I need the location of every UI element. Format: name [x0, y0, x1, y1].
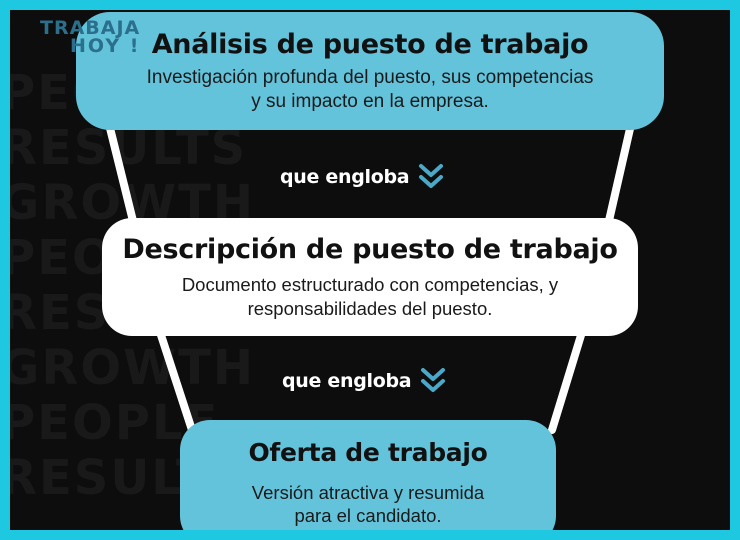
logo-line-2: HOY ! [70, 35, 141, 58]
funnel-line-left-upper [104, 116, 138, 229]
description-line: para el candidato. [294, 505, 442, 527]
job-offer-title: Oferta de trabajo [248, 438, 488, 467]
logo-line-1: TRABAJA [40, 17, 141, 39]
double-chevron-down-icon [419, 164, 444, 188]
funnel-outline [104, 116, 636, 434]
double-chevron-down-icon [421, 368, 446, 392]
funnel-line-left-lower [156, 328, 196, 434]
description-line: Documento estructurado con competencias,… [181, 274, 559, 296]
connector-label: que engloba [280, 166, 410, 188]
job-analysis-box: Análisis de puesto de trabajo Investigac… [76, 12, 664, 130]
job-description-box: Descripción de puesto de trabajo Documen… [102, 218, 638, 336]
description-line: responsabilidades del puesto. [247, 297, 493, 319]
background-word: GROWTH [10, 340, 256, 396]
funnel-line-right-upper [604, 116, 636, 229]
job-analysis-description: Investigación profunda del puesto, sus c… [76, 66, 664, 114]
brand-logo: TRABAJA HOY ! [40, 17, 141, 58]
job-description-title: Descripción de puesto de trabajo [122, 234, 618, 266]
job-offer-description: Versión atractiva y resumida para el can… [180, 481, 556, 527]
connector-2: que engloba [282, 366, 447, 396]
connector-1: que engloba [280, 162, 445, 192]
description-line: Investigación profunda del puesto, sus c… [146, 66, 594, 88]
diagram-canvas: PEOPLE RESULTS GROWTH PEOPLE RESULTS GRO… [10, 10, 730, 530]
job-analysis-title: Análisis de puesto de trabajo [151, 28, 589, 60]
description-line: y su impacto en la empresa. [251, 90, 489, 112]
job-offer-box: Oferta de trabajo Versión atractiva y re… [180, 420, 556, 530]
connector-label: que engloba [282, 370, 412, 392]
description-line: Versión atractiva y resumida [251, 482, 485, 503]
funnel-line-right-lower [548, 328, 586, 434]
job-description-description: Documento estructurado con competencias,… [102, 273, 638, 319]
